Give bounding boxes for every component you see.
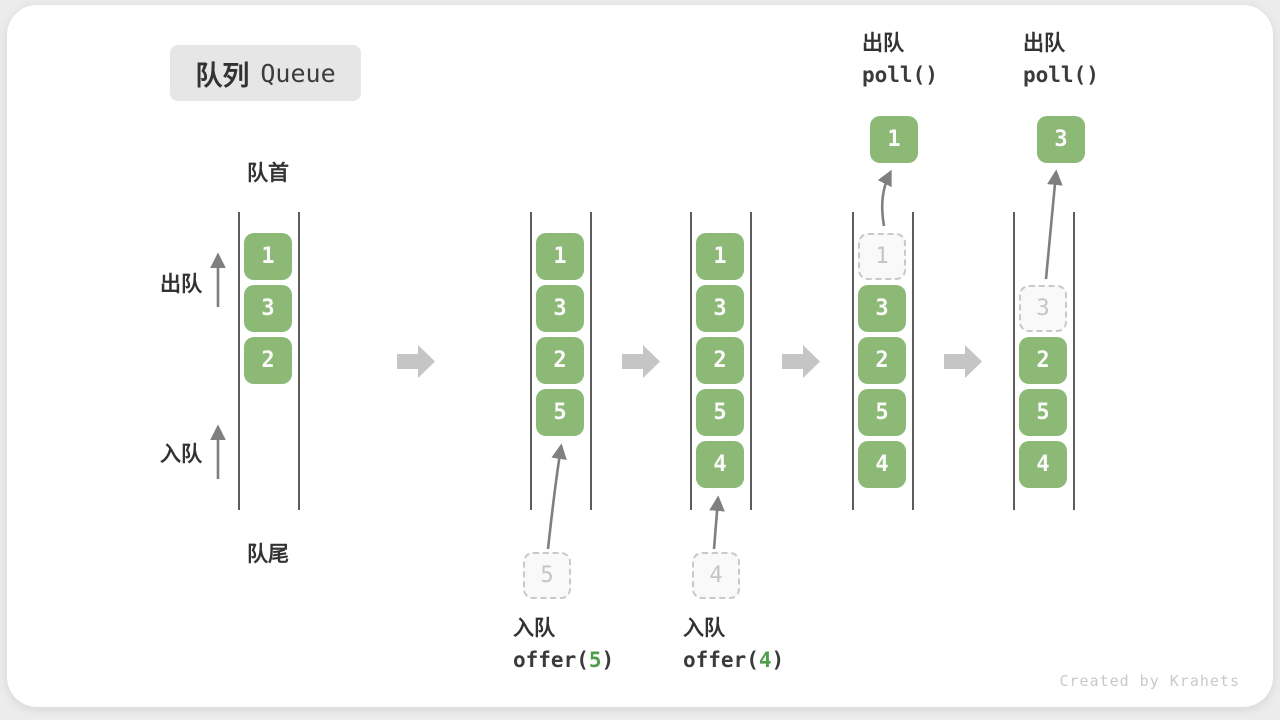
watermark-credit: Created by Krahets (1059, 672, 1240, 690)
queue-cell: 1 (696, 233, 744, 280)
queue-cell: 2 (244, 337, 292, 384)
op-offer4-code: offer(4) (683, 643, 784, 678)
diagram-card (7, 5, 1273, 707)
op-poll1-zh: 出队 (862, 32, 904, 55)
removed-cell: 3 (1019, 285, 1067, 332)
pending-cell: 4 (692, 552, 740, 599)
queue-cell: 3 (244, 285, 292, 332)
code-close: ) (601, 648, 615, 672)
queue-cell: 3 (696, 285, 744, 332)
code-fn: offer( (513, 648, 589, 672)
code-fn: offer( (683, 648, 759, 672)
code-arg: 4 (758, 648, 772, 672)
title-zh: 队列 (195, 60, 250, 91)
stage4-right-wall (912, 212, 914, 510)
op-poll2-zh: 出队 (1023, 32, 1065, 55)
op-offer5-code: offer(5) (513, 643, 614, 678)
label-dequeue: 出队 (160, 273, 202, 296)
label-queue-rear: 队尾 (247, 543, 289, 566)
stage4-left-wall (852, 212, 854, 510)
queue-cell: 4 (858, 441, 906, 488)
queue-cell: 4 (696, 441, 744, 488)
queue-cell: 3 (858, 285, 906, 332)
queue-cell: 2 (1019, 337, 1067, 384)
stage3-left-wall (690, 212, 692, 510)
stage3-right-wall (750, 212, 752, 510)
queue-cell: 5 (536, 389, 584, 436)
queue-cell: 2 (696, 337, 744, 384)
queue-cell: 2 (858, 337, 906, 384)
title-en: Queue (260, 58, 336, 88)
code-arg: 5 (588, 648, 602, 672)
op-poll1: 出队 poll() (862, 30, 938, 93)
pending-cell: 5 (523, 552, 571, 599)
queue-cell: 1 (244, 233, 292, 280)
diagram-title: 队列 Queue (170, 45, 361, 101)
queue-cell: 1 (536, 233, 584, 280)
op-offer4-zh: 入队 (683, 617, 725, 640)
queue-cell: 5 (858, 389, 906, 436)
op-offer4: 入队 offer(4) (683, 615, 784, 678)
op-poll2: 出队 poll() (1023, 30, 1099, 93)
removed-cell: 1 (858, 233, 906, 280)
label-queue-front: 队首 (247, 162, 289, 185)
queue-cell: 5 (1019, 389, 1067, 436)
queue-cell: 2 (536, 337, 584, 384)
op-offer5: 入队 offer(5) (513, 615, 614, 678)
polled-cell: 1 (870, 116, 918, 163)
stage2-left-wall (530, 212, 532, 510)
stage1-right-wall (298, 212, 300, 510)
label-enqueue: 入队 (160, 443, 202, 466)
queue-cell: 4 (1019, 441, 1067, 488)
op-poll1-code: poll() (862, 63, 938, 87)
op-offer5-zh: 入队 (513, 617, 555, 640)
queue-cell: 5 (696, 389, 744, 436)
queue-cell: 3 (536, 285, 584, 332)
stage5-right-wall (1073, 212, 1075, 510)
stage1-left-wall (238, 212, 240, 510)
polled-cell: 3 (1037, 116, 1085, 163)
stage2-right-wall (590, 212, 592, 510)
stage5-left-wall (1013, 212, 1015, 510)
op-poll2-code: poll() (1023, 63, 1099, 87)
code-close: ) (771, 648, 785, 672)
